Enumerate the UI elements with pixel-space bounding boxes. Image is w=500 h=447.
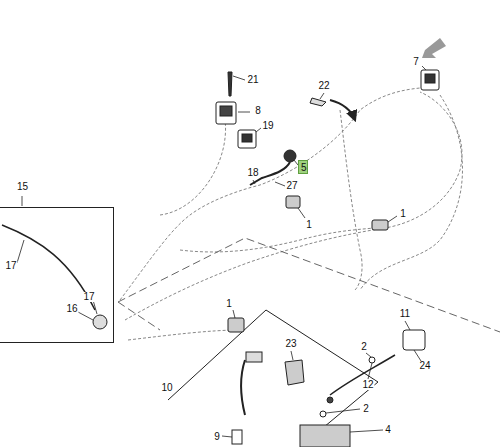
callout-number: 4 (384, 425, 392, 435)
callout-number: 1 (225, 299, 233, 309)
highlight-box: 5 (298, 160, 308, 174)
callout-number: 5 (301, 163, 305, 173)
callout-number: 7 (412, 57, 420, 67)
parts (2, 38, 446, 447)
callout-number: 12 (361, 380, 374, 390)
callout-number: 23 (284, 339, 297, 349)
kit-frame (168, 310, 378, 447)
callout-number: 17 (82, 292, 95, 302)
callout-number: 9 (213, 432, 221, 442)
region-outline (118, 238, 500, 332)
callout-number: 15 (17, 182, 28, 192)
callout-number: 22 (317, 81, 330, 91)
leader-line (17, 66, 426, 437)
callout-number: 1 (305, 220, 313, 230)
callout-number: 10 (160, 383, 173, 393)
callout-number: 21 (246, 75, 259, 85)
detail-frame: 15 (0, 207, 114, 343)
harness-wire (120, 88, 463, 340)
callout-number: 19 (261, 121, 274, 131)
callout-number: 2 (362, 404, 370, 414)
callout-number: 2 (360, 342, 368, 352)
callout-number: 24 (418, 361, 431, 371)
callout-number: 1 (399, 209, 407, 219)
callout-number: 16 (65, 304, 78, 314)
callout-number: 18 (246, 168, 259, 178)
callout-number: 8 (254, 106, 262, 116)
callout-number: 17 (4, 261, 17, 271)
callout-number: 27 (285, 181, 298, 191)
callout-number: 11 (399, 309, 411, 319)
